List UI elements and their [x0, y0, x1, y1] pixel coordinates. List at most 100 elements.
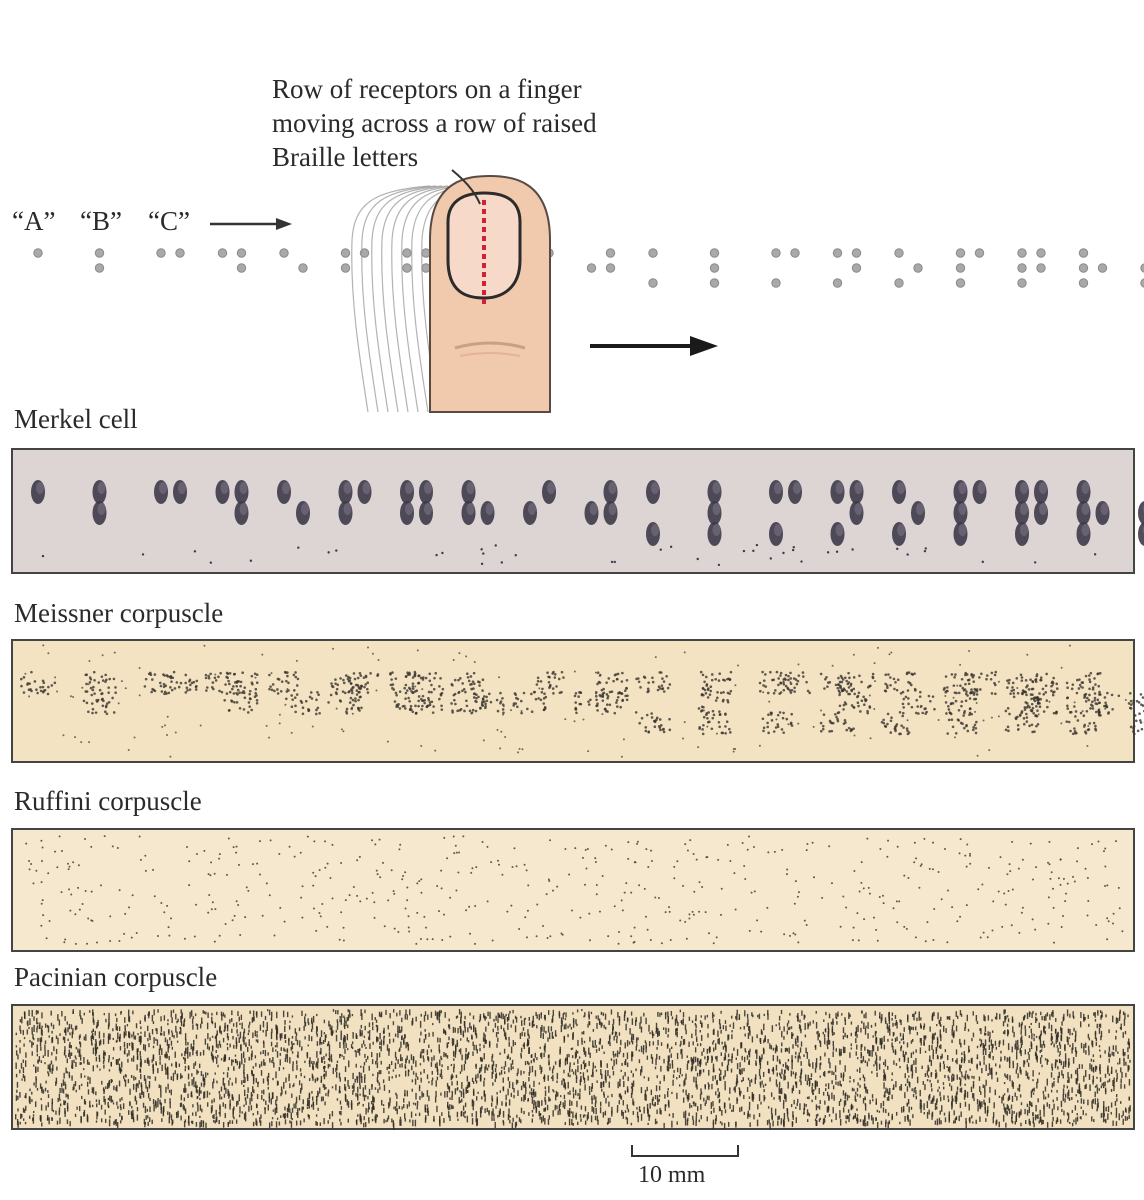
pacinian-spike	[301, 1010, 303, 1017]
pacinian-spike	[103, 1064, 105, 1069]
pacinian-spike	[371, 1118, 374, 1122]
ruffini-spike	[118, 939, 121, 942]
pacinian-spike	[160, 1016, 162, 1022]
meissner-spike	[461, 689, 464, 693]
pacinian-spike	[427, 1014, 429, 1020]
ruffini-spike	[268, 894, 271, 897]
pacinian-spike	[90, 1040, 93, 1045]
ruffini-spike	[247, 889, 250, 892]
pacinian-spike	[83, 1098, 86, 1105]
meissner-spike	[473, 660, 476, 663]
meissner-spike	[516, 705, 519, 709]
ruffini-spike	[650, 860, 653, 863]
meissner-spike	[836, 717, 839, 721]
meissner-spike	[1035, 714, 1039, 718]
pacinian-spike	[137, 1048, 139, 1052]
merkel-spike	[923, 549, 927, 553]
pacinian-spike	[316, 1033, 318, 1037]
meissner-spike	[271, 683, 275, 686]
meissner-spike	[785, 717, 789, 721]
pacinian-spike	[212, 1056, 214, 1063]
meissner-spike	[886, 712, 890, 716]
meissner-spike	[954, 731, 958, 735]
pacinian-spike	[179, 1026, 181, 1030]
meissner-spike	[1032, 711, 1035, 715]
meissner-spike	[573, 670, 576, 673]
meissner-spike	[520, 711, 523, 715]
pacinian-spike	[338, 1072, 341, 1079]
ruffini-spike	[331, 843, 334, 846]
pacinian-spike	[327, 1041, 330, 1046]
pacinian-spike	[75, 1046, 78, 1050]
meissner-spike	[574, 691, 578, 695]
pacinian-spike	[28, 1027, 30, 1030]
pacinian-spike	[123, 1032, 126, 1037]
pacinian-spike	[368, 1117, 370, 1121]
pacinian-spike	[371, 1107, 373, 1113]
meissner-spike	[786, 687, 790, 691]
pacinian-spike	[323, 1055, 325, 1060]
pacinian-spike	[218, 1090, 221, 1094]
pacinian-spike	[115, 1040, 118, 1043]
meissner-spike	[969, 691, 972, 695]
ruffini-spike	[991, 929, 994, 932]
pacinian-spike	[235, 1044, 238, 1049]
meissner-spike	[30, 689, 33, 693]
ruffini-spike	[1118, 907, 1121, 910]
pacinian-spike	[161, 1118, 163, 1122]
pacinian-spike	[387, 1115, 390, 1120]
meissner-spike	[974, 710, 977, 713]
ruffini-spike	[1047, 922, 1050, 925]
pacinian-spike	[169, 1037, 171, 1041]
ruffini-spike	[1062, 915, 1065, 918]
meissner-spike	[308, 695, 312, 699]
pacinian-spike	[206, 1022, 209, 1030]
meissner-spike	[301, 706, 305, 710]
pacinian-spike	[164, 1037, 167, 1043]
meissner-spike	[1010, 689, 1014, 693]
meissner-spike	[596, 709, 599, 712]
meissner-spike	[654, 719, 657, 723]
meissner-spike	[847, 686, 851, 689]
pacinian-spike	[33, 1082, 35, 1086]
pacinian-spike	[182, 1104, 185, 1110]
pacinian-spike	[331, 1025, 333, 1031]
ruffini-spike	[1087, 900, 1090, 903]
pacinian-spike	[307, 1097, 309, 1105]
ruffini-spike	[617, 942, 620, 945]
pacinian-spike	[79, 1062, 81, 1065]
pacinian-spike	[295, 1036, 297, 1042]
ruffini-spike	[1004, 903, 1007, 906]
meissner-spike	[838, 704, 842, 708]
pacinian-spike	[422, 1048, 425, 1054]
meissner-spike	[316, 706, 320, 710]
pacinian-spike	[331, 1032, 333, 1036]
meissner-spike	[408, 671, 411, 675]
meissner-spike	[1124, 698, 1127, 701]
pacinian-spike	[252, 1010, 255, 1016]
merkel-response-highlight	[362, 482, 371, 494]
meissner-spike	[459, 708, 463, 711]
meissner-spike	[293, 696, 297, 699]
pacinian-spike	[202, 1074, 204, 1081]
pacinian-spike	[344, 1048, 346, 1054]
meissner-spike	[921, 711, 925, 715]
meissner-spike	[710, 727, 714, 731]
meissner-spike	[355, 693, 359, 696]
meissner-spike	[269, 685, 272, 688]
meissner-spike	[421, 678, 425, 681]
meissner-spike	[47, 685, 50, 689]
meissner-spike	[953, 736, 956, 739]
meissner-spike	[36, 691, 39, 695]
pacinian-spike	[40, 1098, 42, 1101]
meissner-spike	[906, 732, 910, 736]
ruffini-spike	[90, 845, 93, 848]
meissner-spike	[1139, 721, 1143, 724]
ruffini-spike	[449, 935, 452, 938]
meissner-spike	[223, 698, 226, 702]
pacinian-spike	[109, 1033, 111, 1040]
pacinian-spike	[112, 1037, 114, 1040]
pacinian-spike	[414, 1119, 417, 1127]
meissner-spike	[357, 690, 361, 694]
pacinian-spike	[346, 1016, 348, 1022]
